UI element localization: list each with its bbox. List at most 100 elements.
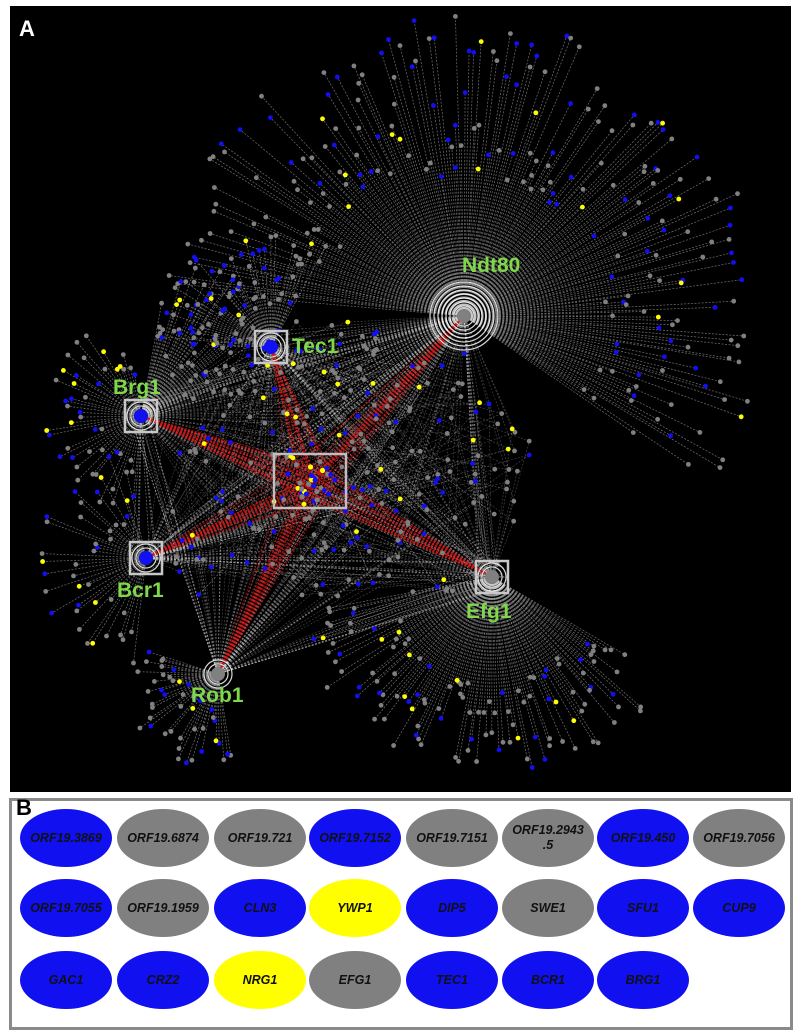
edge bbox=[463, 154, 489, 317]
edge bbox=[95, 415, 142, 475]
edge bbox=[79, 557, 147, 587]
edge bbox=[418, 576, 493, 740]
core-regulatory-edge bbox=[270, 346, 332, 475]
edge bbox=[186, 673, 219, 763]
target-gene-node bbox=[694, 154, 700, 160]
target-gene-node bbox=[510, 151, 516, 156]
target-gene-node bbox=[338, 331, 344, 337]
target-gene-node bbox=[177, 450, 183, 456]
target-gene-node bbox=[144, 659, 149, 664]
edge bbox=[126, 500, 147, 559]
target-gene-node bbox=[571, 718, 577, 724]
target-gene-node bbox=[228, 391, 234, 397]
target-gene-node bbox=[506, 709, 511, 714]
target-gene-node bbox=[93, 541, 99, 547]
target-gene-node bbox=[661, 227, 667, 233]
target-gene-node bbox=[389, 132, 395, 137]
target-gene-node bbox=[221, 413, 226, 418]
edge bbox=[258, 250, 272, 348]
edge bbox=[372, 576, 493, 674]
edge bbox=[140, 299, 181, 417]
target-gene-node bbox=[660, 120, 665, 126]
target-gene-node bbox=[451, 387, 456, 392]
hub-node bbox=[134, 409, 148, 423]
edge bbox=[195, 346, 272, 453]
target-gene-node bbox=[588, 652, 594, 658]
target-gene-node bbox=[121, 366, 127, 372]
target-gene-node bbox=[101, 349, 106, 355]
edge bbox=[123, 557, 147, 614]
edge bbox=[264, 249, 272, 348]
target-gene-node bbox=[416, 491, 422, 497]
edge bbox=[463, 315, 637, 387]
edge bbox=[377, 170, 465, 317]
target-gene-node bbox=[444, 586, 450, 591]
hub-label: Rob1 bbox=[191, 684, 244, 707]
target-gene-node bbox=[554, 201, 560, 207]
target-gene-node bbox=[424, 166, 429, 172]
hub-hub-edge bbox=[135, 315, 465, 565]
target-gene-node bbox=[547, 179, 553, 185]
edge bbox=[491, 576, 504, 743]
edge bbox=[201, 239, 465, 317]
target-gene-node bbox=[394, 693, 400, 699]
target-gene-node bbox=[669, 136, 675, 142]
target-gene-node bbox=[386, 37, 391, 42]
target-gene-node bbox=[526, 452, 532, 458]
edge bbox=[270, 346, 345, 398]
edge bbox=[369, 315, 465, 552]
edge bbox=[217, 404, 375, 675]
edge bbox=[356, 315, 465, 532]
target-gene-node bbox=[489, 730, 495, 736]
target-gene-node bbox=[294, 407, 300, 413]
edge bbox=[415, 60, 465, 317]
target-gene-node bbox=[194, 536, 200, 542]
target-gene-node bbox=[354, 152, 360, 158]
hub-hub-edge bbox=[140, 415, 157, 553]
target-gene-node bbox=[108, 536, 113, 542]
target-gene-node bbox=[504, 486, 509, 492]
target-gene-node bbox=[302, 516, 308, 522]
edge bbox=[396, 576, 493, 697]
core-regulatory-edge bbox=[140, 415, 309, 485]
edge bbox=[140, 415, 298, 423]
edge bbox=[140, 415, 248, 563]
edge bbox=[231, 315, 465, 556]
edge bbox=[209, 233, 465, 317]
target-gene-node bbox=[281, 409, 286, 415]
edge bbox=[438, 576, 493, 709]
target-gene-node bbox=[356, 581, 361, 587]
target-gene-node bbox=[434, 584, 440, 590]
target-gene-node bbox=[185, 360, 191, 366]
target-gene-node bbox=[337, 341, 343, 347]
target-gene-node bbox=[39, 551, 45, 556]
edge bbox=[217, 389, 226, 675]
target-gene-node bbox=[462, 351, 467, 356]
target-gene-node bbox=[495, 421, 501, 427]
target-gene-node bbox=[622, 652, 628, 658]
hub-box bbox=[123, 398, 159, 434]
edge bbox=[322, 193, 465, 317]
hub-halo-ring bbox=[207, 663, 229, 685]
edge bbox=[382, 576, 493, 696]
edge bbox=[265, 315, 465, 362]
edge bbox=[112, 415, 142, 504]
target-gene-node bbox=[131, 660, 136, 666]
edge bbox=[426, 315, 465, 510]
target-gene-node bbox=[217, 371, 223, 377]
edge bbox=[270, 346, 302, 559]
target-gene-node bbox=[228, 342, 234, 347]
edge bbox=[288, 315, 465, 401]
edge bbox=[228, 296, 272, 348]
edge bbox=[362, 336, 493, 578]
target-gene-node bbox=[452, 122, 458, 128]
target-gene-node bbox=[190, 363, 195, 368]
target-gene-node bbox=[309, 441, 314, 447]
target-gene-node bbox=[294, 319, 299, 324]
edge bbox=[371, 171, 465, 317]
edge bbox=[381, 52, 465, 317]
target-gene-node bbox=[191, 694, 197, 699]
edge bbox=[463, 315, 634, 433]
target-gene-node bbox=[731, 298, 737, 304]
target-gene-node bbox=[317, 459, 323, 465]
